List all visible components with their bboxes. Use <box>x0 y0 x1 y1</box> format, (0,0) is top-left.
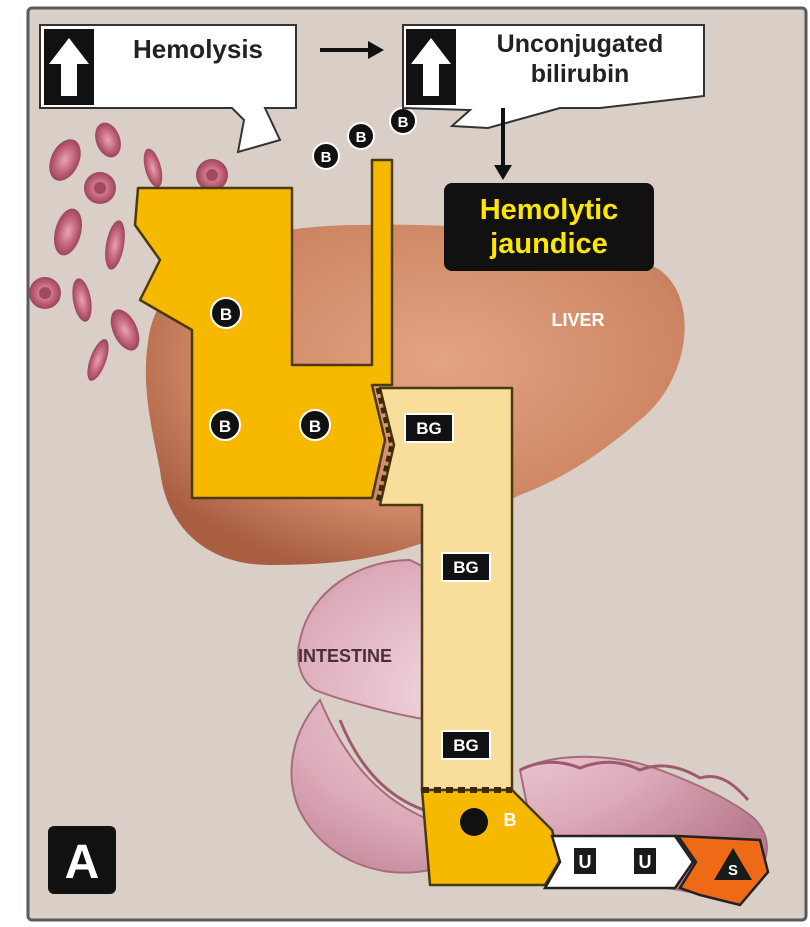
bilirubin-marker-label: B <box>219 417 231 436</box>
bilirubin-marker-label: B <box>398 114 409 131</box>
bilirubin-glucuronide-marker: BG <box>442 731 490 759</box>
urobilinogen-segment <box>545 836 693 888</box>
stercobilin-label: S <box>728 862 738 879</box>
bilirubin-marker: B <box>300 410 330 440</box>
bilirubin-marker: B <box>210 410 240 440</box>
bilirubin-glucuronide-label: BG <box>416 419 442 438</box>
bilirubin-marker-label: B <box>309 417 321 436</box>
bilirubin-marker-label: B <box>321 149 332 166</box>
bilirubin-marker: B <box>211 298 241 328</box>
unconjugated-text-line2: bilirubin <box>531 60 630 88</box>
intestine-label: INTESTINE <box>298 646 392 666</box>
hemolysis-text: Hemolysis <box>133 34 263 64</box>
urobilinogen-label-2: U <box>639 852 652 872</box>
gut-bilirubin-label: B <box>504 810 517 830</box>
bilirubin-glucuronide-label: BG <box>453 558 479 577</box>
bilirubin-dot <box>460 808 488 836</box>
bilirubin-marker: B <box>313 143 339 169</box>
liver-label: LIVER <box>551 310 604 330</box>
bilirubin-glucuronide-marker: BG <box>442 553 490 581</box>
panel-letter: A <box>65 836 100 889</box>
bilirubin-marker-label: B <box>356 129 367 146</box>
bilirubin-glucuronide-marker: BG <box>405 414 453 442</box>
urobilinogen-label-1: U <box>579 852 592 872</box>
unconjugated-text-line1: Unconjugated <box>497 30 664 58</box>
bilirubin-glucuronide-label: BG <box>453 736 479 755</box>
bilirubin-marker: B <box>348 123 374 149</box>
bilirubin-marker: B <box>390 108 416 134</box>
hemolytic-jaundice-line1: Hemolytic <box>480 194 619 226</box>
bilirubin-marker-label: B <box>220 305 232 324</box>
hemolytic-jaundice-line2: jaundice <box>489 228 608 260</box>
